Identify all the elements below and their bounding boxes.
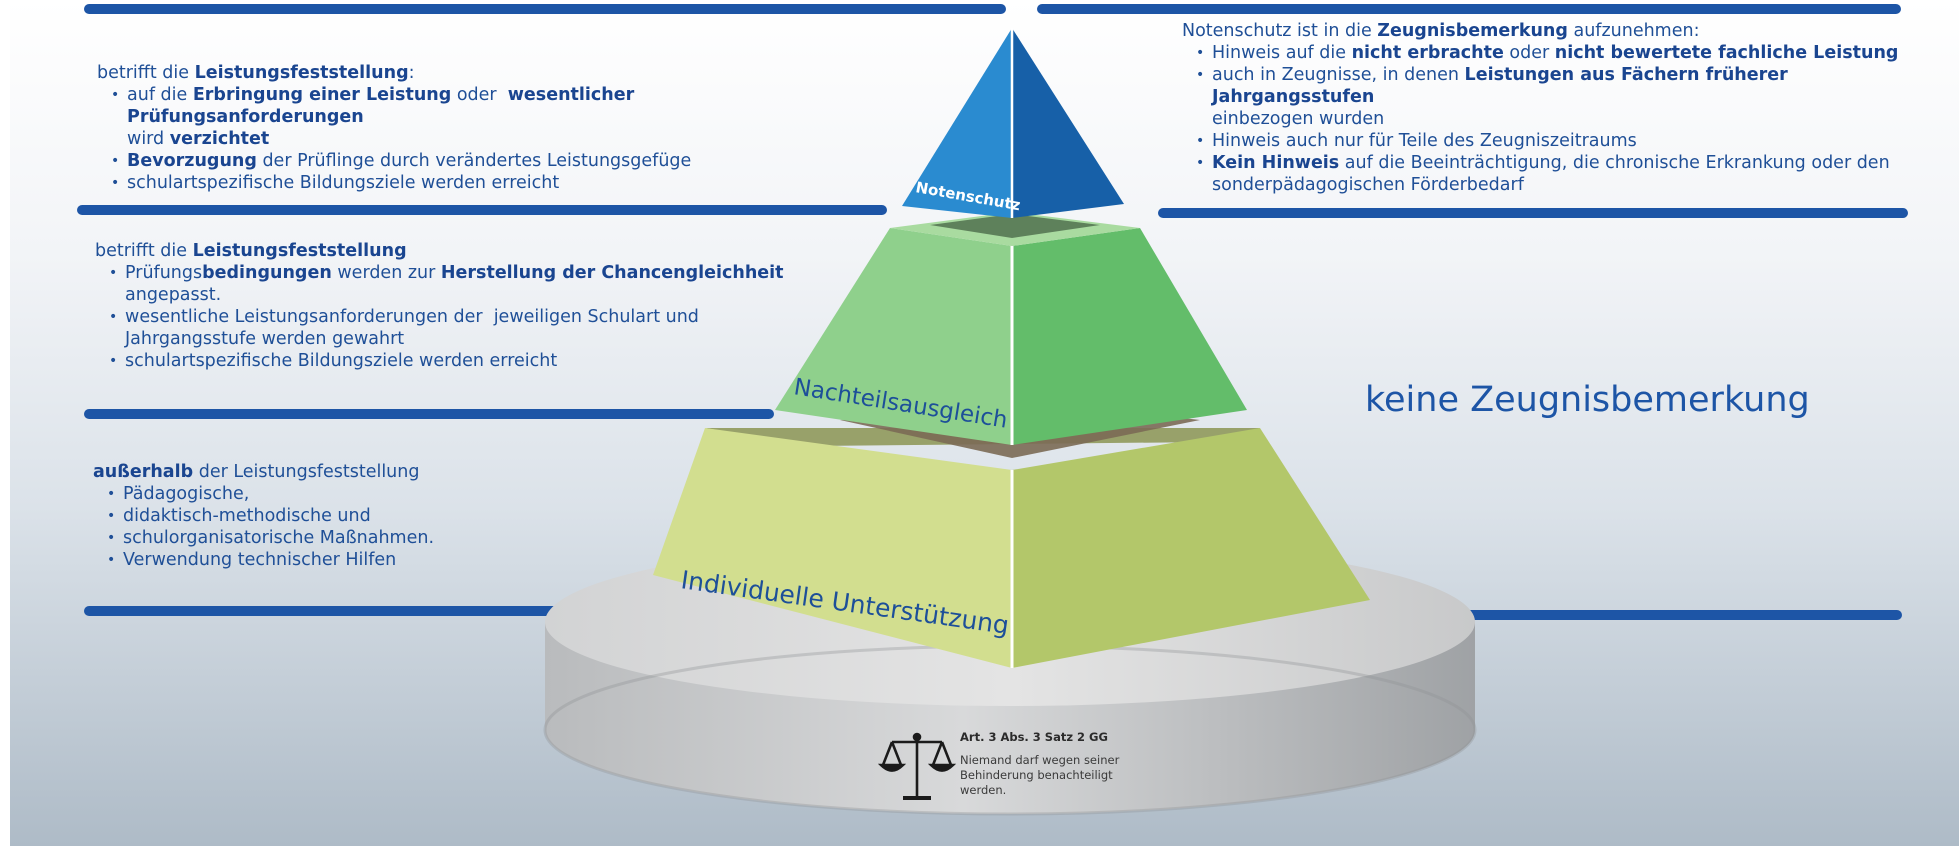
list-item: Hinweis auch nur für Teile des Zeugnisze… (1182, 130, 1902, 152)
list-item: Prüfungsbedingungen werden zur Herstellu… (95, 262, 795, 306)
list-item: auch in Zeugnisse, in denen Leistungen a… (1182, 64, 1902, 130)
divider-right-1 (1158, 208, 1908, 218)
keine-zeugnisbemerkung-label: keine Zeugnisbemerkung (1365, 380, 1810, 420)
pedestal-line-3: werden. (960, 783, 1007, 797)
list-item: Bevorzugung der Prüflinge durch veränder… (97, 150, 857, 172)
divider-right-3 (1348, 610, 1902, 620)
list-item: schulartspezifische Bildungsziele werden… (95, 350, 795, 372)
list-item: schulartspezifische Bildungsziele werden… (97, 172, 857, 194)
divider-left-3 (84, 606, 670, 616)
list-item: Kein Hinweis auf die Beeinträchtigung, d… (1182, 152, 1902, 196)
list-item: didaktisch-methodische und (93, 505, 513, 527)
tier-top (902, 28, 1124, 218)
list-item: Pädagogische, (93, 483, 513, 505)
pedestal-line-1: Niemand darf wegen seiner (960, 753, 1120, 767)
divider-right-top (1037, 4, 1901, 14)
text-block-individuelle-unterstuetzung: außerhalb der Leistungsfeststellung Päda… (93, 461, 513, 571)
text-block-zeugnisbemerkung: Notenschutz ist in die Zeugnisbemerkung … (1182, 20, 1902, 196)
divider-left-2 (84, 409, 774, 419)
text-block-nachteilsausgleich: betrifft die Leistungsfeststellung Prüfu… (95, 240, 795, 372)
list-item: auf die Erbringung einer Leistung oder w… (97, 84, 857, 150)
pedestal-line-2: Behinderung benachteiligt (960, 768, 1113, 782)
pedestal-title: Art. 3 Abs. 3 Satz 2 GG (960, 730, 1108, 744)
divider-left-1 (77, 205, 887, 215)
divider-left-top (84, 4, 1006, 14)
list-item: Hinweis auf die nicht erbrachte oder nic… (1182, 42, 1902, 64)
list-item: Verwendung technischer Hilfen (93, 549, 513, 571)
text-block-notenschutz-left: betrifft die Leistungsfeststellung: auf … (97, 62, 857, 194)
list-item: wesentliche Leistungsanforderungen der j… (95, 306, 795, 350)
tier-middle (775, 212, 1247, 445)
scales-icon (877, 732, 957, 800)
pedestal-caption: Art. 3 Abs. 3 Satz 2 GG Niemand darf weg… (960, 730, 1160, 798)
list-item: schulorganisatorische Maßnahmen. (93, 527, 513, 549)
